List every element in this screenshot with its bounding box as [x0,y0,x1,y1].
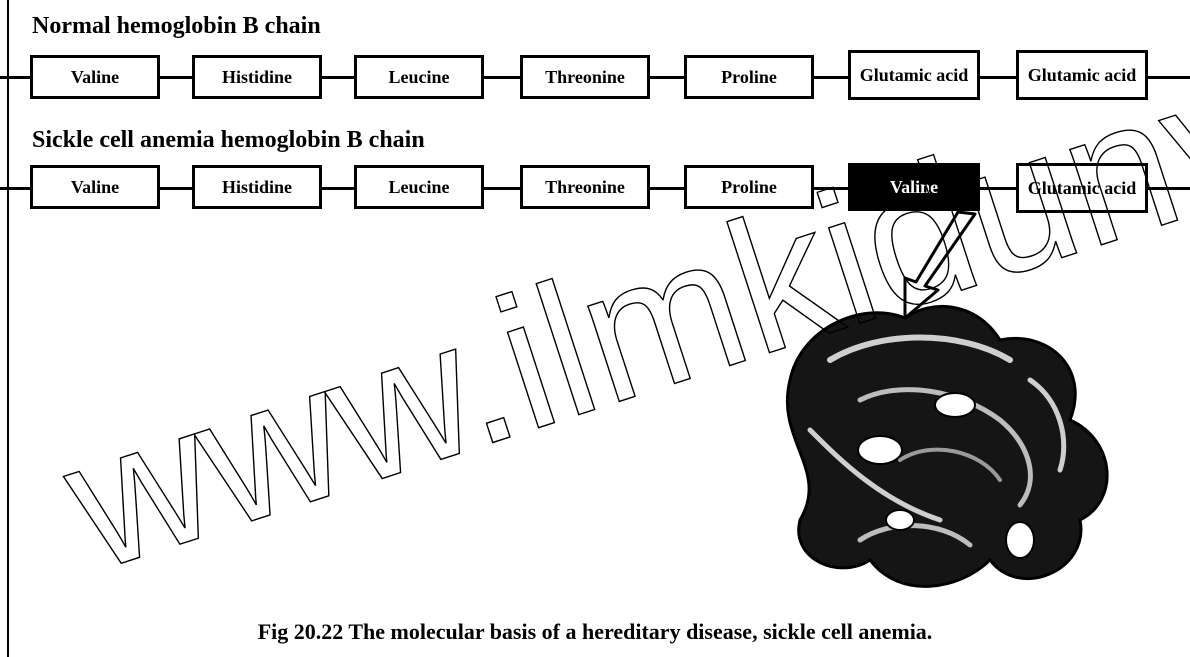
folded-hemoglobin-icon [787,306,1107,586]
arrow-icon [905,212,975,318]
figure-caption: Fig 20.22 The molecular basis of a hered… [0,619,1190,645]
